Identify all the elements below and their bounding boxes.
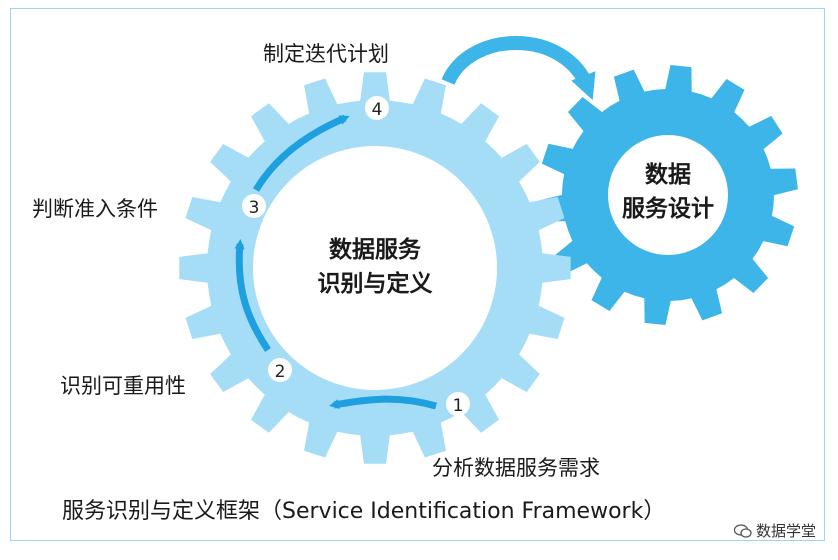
diagram-frame <box>10 8 825 541</box>
small-gear-label-line1: 数据 <box>645 162 691 188</box>
step-label-4: 制定迭代计划 <box>263 42 389 66</box>
step-badge-4: 4 <box>365 96 389 120</box>
arrow-step2-to-3 <box>234 239 271 352</box>
step-number-2: 2 <box>275 362 286 382</box>
step-number-4: 4 <box>372 100 383 120</box>
step-label-2: 识别可重用性 <box>60 374 186 398</box>
big-gear-label-line2: 识别与定义 <box>317 271 433 297</box>
step-badge-1: 1 <box>446 392 470 416</box>
step-label-1: 分析数据服务需求 <box>432 456 600 480</box>
step-number-1: 1 <box>453 396 464 416</box>
big-gear-label: 数据服务 识别与定义 <box>305 233 445 301</box>
transfer-arrow <box>441 36 596 101</box>
step-badge-2: 2 <box>268 358 292 382</box>
watermark: 数据学堂 <box>733 520 816 541</box>
wechat-icon <box>733 523 752 538</box>
arrow-step1-to-2 <box>329 395 437 410</box>
step-number-3: 3 <box>249 198 260 218</box>
small-gear-label-line2: 服务设计 <box>622 196 714 222</box>
diagram-caption: 服务识别与定义框架（Service Identification Framewo… <box>62 499 666 524</box>
step-label-3: 判断准入条件 <box>32 197 158 221</box>
small-gear-label: 数据 服务设计 <box>608 158 728 226</box>
big-gear-label-line1: 数据服务 <box>329 237 421 263</box>
small-gear-hub <box>608 135 728 255</box>
watermark-text: 数据学堂 <box>755 522 816 540</box>
arrow-step3-to-4 <box>252 114 350 192</box>
big-gear-hub <box>253 146 497 390</box>
step-badge-3: 3 <box>242 194 266 218</box>
